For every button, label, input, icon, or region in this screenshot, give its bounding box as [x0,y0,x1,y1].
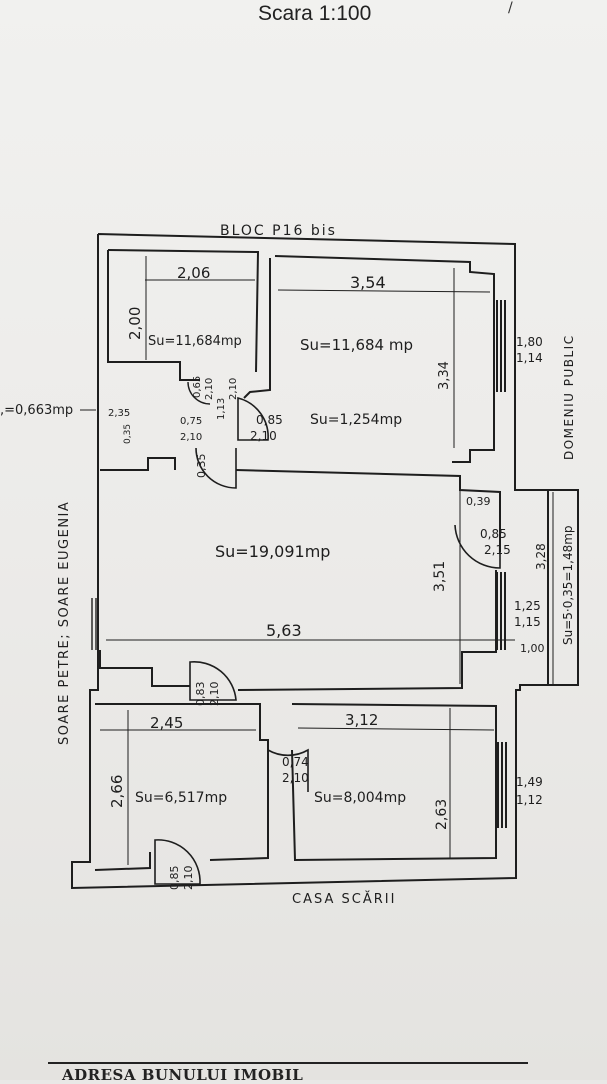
door-arc-balcony [454,524,501,569]
label-top: BLOC P16 bis [220,223,337,239]
win-living-w: 1,25 [514,599,541,613]
door-hall-h: 2,10 [250,429,277,443]
door-arc-hall [237,396,269,441]
door-small-4: 2,10 [228,378,239,400]
door-arc-bottom [267,748,309,792]
dim-top-left-height: 2,00 [126,307,144,340]
win-living-sill: 1,00 [520,642,545,655]
win-top-right-w: 1,80 [516,335,543,349]
room-living-area: Su=19,091mp [215,542,330,561]
win-living-h: 1,15 [514,615,541,629]
dim-bottom-right-width: 3,12 [345,711,378,729]
room-balcony-area: Su=5·0,35=1,48mp [561,525,575,645]
door-living-h: 2,10 [208,682,221,707]
balcony-wall [515,489,579,686]
inner-wall-mid [243,258,271,399]
room-bottom-left-area: Su=6,517mp [135,790,227,806]
door-entry-w: 0,85 [168,866,181,891]
dim-bottom-right-height: 2,63 [434,799,450,830]
dim-top-left-width: 2,06 [177,264,210,282]
inner-wall-top-left [107,249,260,373]
win-bottom-right-w: 1,49 [516,775,543,789]
door-hall-w: 0,85 [256,413,283,427]
dim-living-width: 5,63 [266,621,302,640]
scale-title: Scara 1:100 [258,2,372,25]
win-bottom-right-h: 1,12 [516,793,543,807]
door-closet-1: 2,35 [108,408,130,419]
dim-balcony-height: 3,28 [534,543,548,570]
dim-living-height: 3,51 [432,561,448,592]
room-top-left-area: Su=11,684mp [148,334,242,349]
room-hall-area: Su=1,254mp [310,412,402,428]
door-small-1: 0,65 [192,376,203,398]
door-small-2: 2,10 [204,378,215,400]
door-balcony-h: 2,15 [484,543,511,557]
window-living [496,572,506,650]
door-small-5: 0,35 [195,454,208,479]
door-bottom-w: 0,74 [282,755,309,769]
inner-wall-top-left-bottom [107,250,200,381]
window-bottom-right [497,742,507,828]
door-closet-3: 0,75 [180,416,202,427]
dim-bottom-left-width: 2,45 [150,714,183,732]
label-right: DOMENIU PUBLIC [562,334,576,460]
inner-wall-bottom-right [291,703,497,862]
door-arc-small [187,381,211,405]
inner-wall-living-bottom [99,650,190,687]
dim-balcony-depth: 0,39 [466,495,491,508]
inner-wall-top-right [274,255,495,463]
window-top-right [496,300,506,392]
win-top-right-h: 1,14 [516,351,543,365]
dim-bottom-left-height: 2,66 [108,775,126,808]
room-closet-area: ,=0,663mp [0,403,73,418]
door-small-3: 1,13 [216,398,227,420]
inner-wall-bottom-left-floor [94,852,151,871]
room-bottom-right-area: Su=8,004mp [314,790,406,806]
door-living-w: 0,83 [194,682,207,707]
door-closet-2: 0,35 [123,424,133,444]
address-footer: ADRESA BUNULUI IMOBIL [48,1062,528,1084]
door-bottom-h: 2,10 [282,771,309,785]
label-bottom: CASA SCĂRII [292,891,396,907]
dimension-lines [80,256,554,865]
dim-top-right-height: 3,34 [437,361,452,390]
room-top-right-area: Su=11,684 mp [300,336,413,354]
label-left: SOARE PETRE; SOARE EUGENIA [57,501,72,745]
inner-wall-living-left [100,457,176,471]
door-arc-entry [154,839,201,885]
door-balcony-w: 0,85 [480,527,507,541]
window-left [91,598,97,650]
door-entry-h: 2,10 [182,866,195,891]
door-arc-living [189,661,237,701]
corner-mark: / [508,0,513,16]
door-arc-closet [195,447,237,489]
inner-wall-bottom-left [95,703,269,861]
dim-top-right-width: 3,54 [350,273,386,292]
door-closet-4: 2,10 [180,432,202,443]
